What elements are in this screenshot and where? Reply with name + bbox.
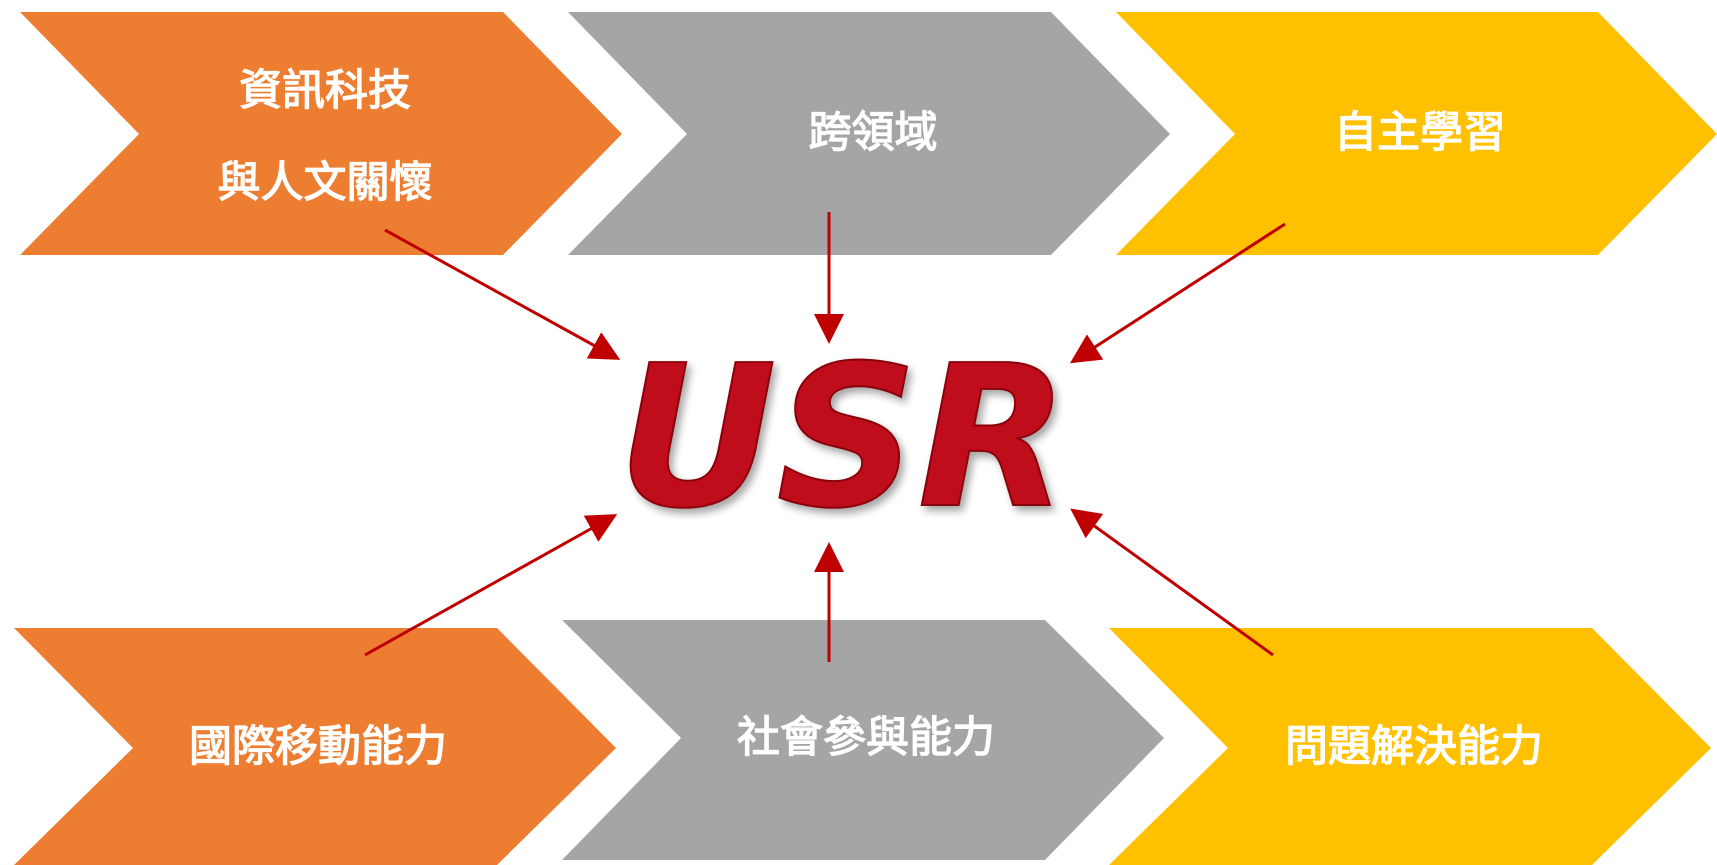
- arrow-from-international-mobility: [364, 514, 618, 657]
- chevron-shape: [14, 628, 616, 865]
- usr-label: USR: [617, 324, 1068, 552]
- arrow-from-it-humanities: [384, 228, 621, 360]
- chevron-label: 跨領域: [809, 108, 938, 158]
- chevron-shape: [1109, 628, 1711, 865]
- arrows: [364, 212, 1286, 662]
- chevron-social-participation: 社會參與能力: [562, 620, 1164, 860]
- chevron-label-line2: 與人文關懷: [218, 158, 433, 208]
- chevron-label: 自主學習: [1334, 108, 1506, 158]
- chevron-self-learning: 自主學習: [1116, 12, 1717, 255]
- usr-center-logo: USR: [616, 323, 1069, 553]
- chevron-label-line1: 資訊科技: [239, 66, 411, 116]
- chevron-shape: [562, 620, 1164, 860]
- chevron-shape: [568, 12, 1170, 255]
- chevron-shape: [1116, 12, 1717, 255]
- chevron-problem-solving: 問題解決能力: [1109, 628, 1711, 865]
- chevron-shape: [20, 12, 622, 255]
- chevron-interdisciplinary: 跨領域: [568, 12, 1170, 255]
- chevron-label: 社會參與能力: [737, 713, 995, 763]
- chevron-international-mobility: 國際移動能力: [14, 628, 616, 865]
- chevron-label: 問題解決能力: [1285, 722, 1543, 772]
- arrow-from-self-learning: [1069, 222, 1286, 364]
- chevron-label: 國際移動能力: [189, 722, 447, 772]
- chevron-it-humanities: 資訊科技 與人文關懷: [20, 12, 622, 255]
- arrow-from-problem-solving: [1070, 508, 1274, 657]
